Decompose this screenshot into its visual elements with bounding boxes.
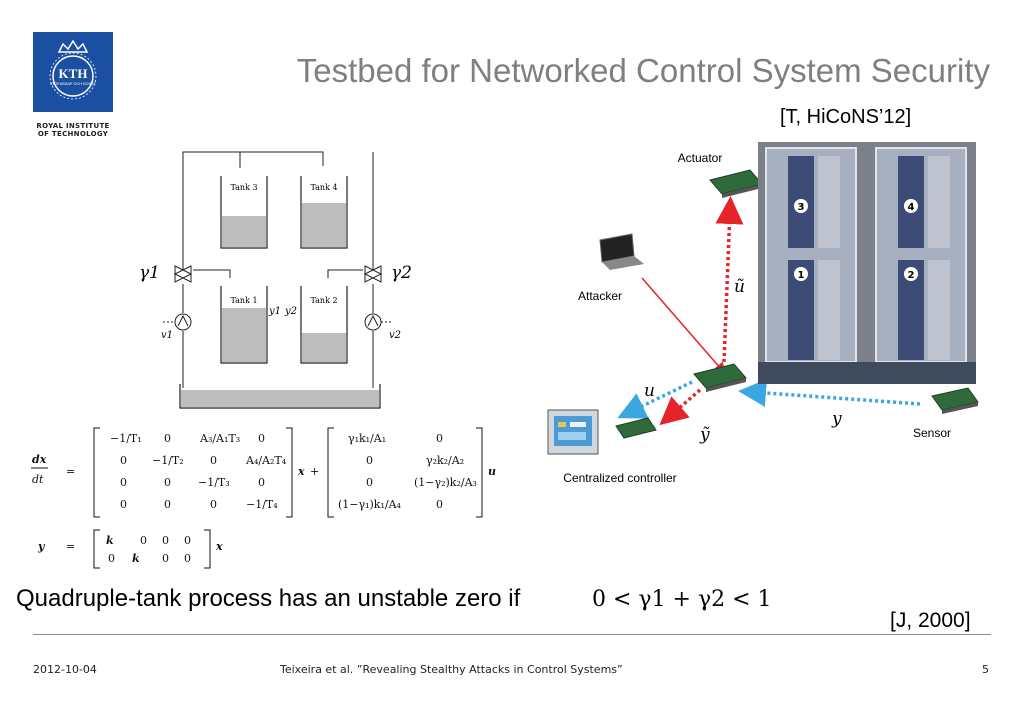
sensor-board <box>931 387 979 414</box>
svg-text:γ₁k₁/A₁: γ₁k₁/A₁ <box>348 432 386 445</box>
gamma2-label: γ2 <box>391 263 412 283</box>
svg-text:0: 0 <box>210 454 217 467</box>
svg-text:0: 0 <box>162 552 169 565</box>
tank-4-label: Tank 4 <box>310 183 337 192</box>
svg-text:0: 0 <box>164 476 171 489</box>
svg-text:0: 0 <box>120 498 127 511</box>
svg-text:y: y <box>37 540 46 553</box>
y-tilde-label: ỹ <box>699 425 710 445</box>
svg-text:0: 0 <box>258 432 265 445</box>
svg-text:x: x <box>215 540 223 553</box>
svg-text:−1/T₁: −1/T₁ <box>110 432 142 445</box>
svg-text:(1−γ₁)k₁/A₄: (1−γ₁)k₁/A₄ <box>338 498 402 511</box>
page-number: 5 <box>982 663 989 676</box>
sensor-label: Sensor <box>913 426 951 440</box>
svg-text:0: 0 <box>120 476 127 489</box>
svg-text:u: u <box>488 465 496 478</box>
controller-panel <box>547 409 657 455</box>
attack-network-diagram: Actuator Attacker ũ ỹ u y Sensor Central… <box>547 151 979 485</box>
y1-label: y1 <box>268 306 281 317</box>
attacker-laptop <box>599 233 644 270</box>
photo-tank-1: 1 <box>798 270 805 281</box>
y-label: y <box>831 409 842 429</box>
svg-text:0: 0 <box>162 534 169 547</box>
svg-text:k: k <box>132 552 140 565</box>
footer-citation: Teixeira et al. ”Revealing Stealthy Atta… <box>280 663 623 676</box>
u-tilde-label: ũ <box>734 277 745 297</box>
svg-text:0: 0 <box>184 552 191 565</box>
svg-text:A₄/A₂T₄: A₄/A₂T₄ <box>245 454 287 467</box>
footer-date: 2012-10-04 <box>33 663 97 676</box>
photo-tank-4: 4 <box>908 202 915 213</box>
svg-text:0: 0 <box>184 534 191 547</box>
svg-text:dt: dt <box>32 473 44 486</box>
tank-2-label: Tank 2 <box>310 296 337 305</box>
tank-1-label: Tank 1 <box>230 296 257 305</box>
svg-text:0: 0 <box>140 534 147 547</box>
svg-text:0: 0 <box>366 476 373 489</box>
testbed-photo: 3 4 1 2 <box>758 142 976 384</box>
svg-text:0: 0 <box>366 454 373 467</box>
u-label: u <box>644 381 655 401</box>
attacker-label: Attacker <box>578 289 622 303</box>
v1-label: v1 <box>161 330 173 341</box>
svg-text:0: 0 <box>210 498 217 511</box>
svg-text:(1−γ₂)k₂/A₃: (1−γ₂)k₂/A₃ <box>414 476 477 489</box>
photo-tank-2: 2 <box>908 270 915 281</box>
reference-bottom: [J, 2000] <box>890 609 971 632</box>
svg-text:x: x <box>297 465 305 478</box>
svg-text:−1/T₄: −1/T₄ <box>246 498 278 511</box>
footer-divider <box>33 634 991 635</box>
svg-text:+: + <box>310 465 319 478</box>
controller-label: Centralized controller <box>563 471 676 485</box>
svg-text:0: 0 <box>436 498 443 511</box>
gamma-condition: 0 < γ1 + γ2 < 1 <box>592 587 772 612</box>
svg-text:−1/T₂: −1/T₂ <box>152 454 184 467</box>
actuator-label: Actuator <box>678 151 723 165</box>
svg-text:A₃/A₁T₃: A₃/A₁T₃ <box>199 432 240 445</box>
logo-name: KTH <box>59 66 88 81</box>
svg-text:=: = <box>66 465 75 478</box>
central-node-board <box>693 363 747 392</box>
logo-subtitle: ROYAL INSTITUTE OF TECHNOLOGY <box>36 122 110 138</box>
unstable-zero-statement: Quadruple-tank process has an unstable z… <box>16 585 521 612</box>
slide-title: Testbed for Networked Control System Sec… <box>296 52 990 89</box>
tank-3-label: Tank 3 <box>230 183 257 192</box>
svg-text:0: 0 <box>258 476 265 489</box>
svg-text:γ₂k₂/A₂: γ₂k₂/A₂ <box>426 454 464 467</box>
svg-text:0: 0 <box>164 498 171 511</box>
svg-text:0: 0 <box>164 432 171 445</box>
photo-tank-3: 3 <box>798 202 805 213</box>
actuator-board <box>709 169 763 198</box>
svg-text:k: k <box>106 534 114 547</box>
svg-text:0: 0 <box>120 454 127 467</box>
y2-label: y2 <box>284 306 297 317</box>
svg-text:=: = <box>66 540 75 553</box>
kth-logo: KTH VETENSKAP OCH KONST <box>33 32 113 112</box>
logo-seal-text: VETENSKAP OCH KONST <box>50 81 97 86</box>
svg-text:dx: dx <box>32 453 47 466</box>
v2-label: v2 <box>389 330 401 341</box>
gamma1-label: γ1 <box>139 263 160 283</box>
svg-text:0: 0 <box>108 552 115 565</box>
quadruple-tank-diagram: Tank 3 Tank 4 Tank 1 Tank 2 γ1 γ2 y1 y2 … <box>139 151 412 409</box>
svg-text:0: 0 <box>436 432 443 445</box>
svg-text:−1/T₃: −1/T₃ <box>198 476 230 489</box>
reference-top: [T, HiCoNS’12] <box>780 106 912 128</box>
